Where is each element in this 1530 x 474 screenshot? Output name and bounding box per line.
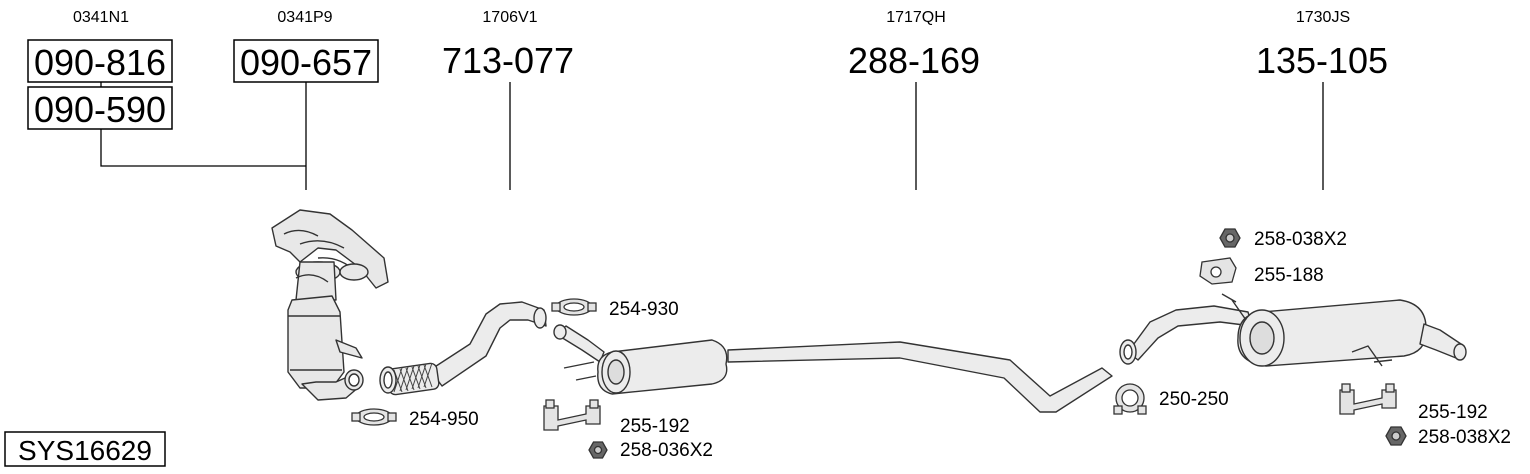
accessory-label[interactable]: 254-950 bbox=[409, 409, 479, 430]
leader-line bbox=[100, 129, 306, 167]
part-number[interactable]: 713-077 bbox=[442, 40, 574, 81]
system-code-box: SYS16629 bbox=[4, 431, 166, 467]
part-number[interactable]: 135-105 bbox=[1256, 40, 1388, 81]
part-number[interactable]: 090-590 bbox=[34, 89, 166, 130]
accessory-label[interactable]: 258-038X2 bbox=[1418, 427, 1511, 448]
part-column-0341p9: 0341P9 090-657 bbox=[233, 9, 379, 190]
system-code: SYS16629 bbox=[18, 435, 152, 466]
rubber-hanger-icon bbox=[543, 399, 601, 431]
centre-pipe-drawing bbox=[553, 324, 1113, 413]
ref-label: 1717QH bbox=[886, 9, 946, 26]
ref-label: 0341N1 bbox=[73, 9, 129, 26]
accessory-label[interactable]: 258-036X2 bbox=[620, 440, 713, 461]
accessory-label[interactable]: 255-192 bbox=[620, 416, 690, 437]
ref-label: 0341P9 bbox=[277, 9, 332, 26]
part-column-1706v1: 1706V1 713-077 bbox=[442, 9, 574, 190]
front-pipe-drawing bbox=[379, 301, 547, 396]
accessory-label[interactable]: 255-188 bbox=[1254, 265, 1324, 286]
accessory-label[interactable]: 254-930 bbox=[609, 299, 679, 320]
rear-silencer-drawing bbox=[1119, 293, 1467, 367]
part-column-1717qh: 1717QH 288-169 bbox=[848, 9, 980, 190]
pipe-clamp-icon bbox=[351, 408, 397, 426]
hex-nut-icon bbox=[1219, 228, 1241, 248]
ref-label: 1706V1 bbox=[482, 9, 537, 26]
pipe-clamp-icon bbox=[1113, 383, 1147, 415]
part-column-1730js: 1730JS 135-105 bbox=[1256, 9, 1388, 190]
accessory-label[interactable]: 250-250 bbox=[1159, 389, 1229, 410]
part-box bbox=[27, 39, 173, 83]
accessory-label[interactable]: 255-192 bbox=[1418, 402, 1488, 423]
rubber-hanger-icon bbox=[1199, 257, 1237, 285]
part-number[interactable]: 288-169 bbox=[848, 40, 980, 81]
part-box bbox=[27, 86, 173, 130]
part-number[interactable]: 090-816 bbox=[34, 42, 166, 83]
ref-label: 1730JS bbox=[1296, 9, 1350, 26]
hex-nut-icon bbox=[1385, 426, 1407, 446]
accessory-label[interactable]: 258-038X2 bbox=[1254, 229, 1347, 250]
hex-nut-icon bbox=[588, 441, 608, 459]
part-column-0341n1: 0341N1 090-816 090-590 bbox=[27, 9, 306, 167]
part-number[interactable]: 090-657 bbox=[240, 42, 372, 83]
manifold-catalyst-drawing bbox=[271, 209, 389, 401]
rubber-hanger-icon bbox=[1339, 383, 1397, 415]
pipe-clamp-icon bbox=[551, 298, 597, 316]
